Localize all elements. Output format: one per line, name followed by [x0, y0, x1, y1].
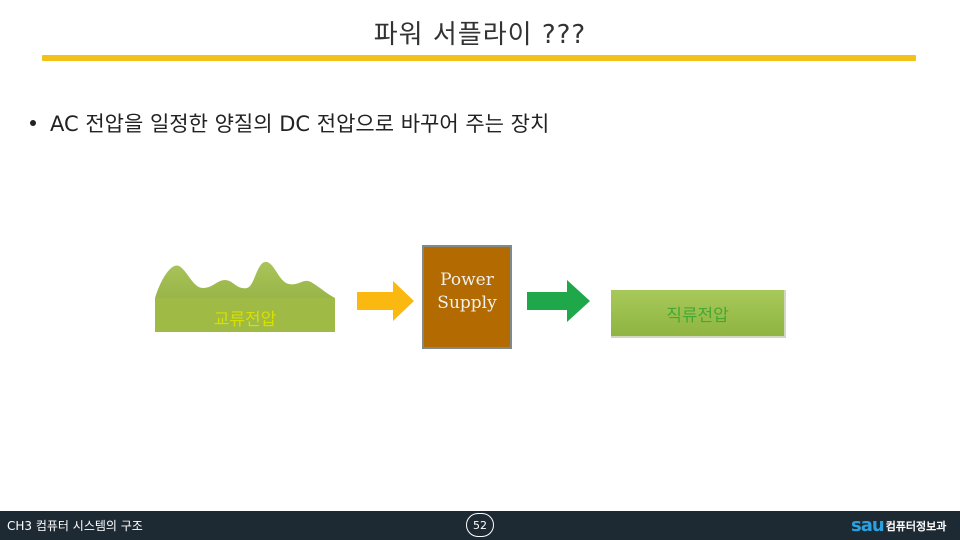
bullet-item: AC 전압을 일정한 양질의 DC 전압으로 바꾸어 주는 장치: [30, 108, 549, 138]
power-supply-line1: Power: [440, 269, 494, 292]
arrow-right-green-icon: [527, 279, 591, 323]
chapter-label: CH3 컴퓨터 시스템의 구조: [7, 517, 143, 534]
page-number: 52: [466, 513, 494, 537]
bullet-dot-icon: [30, 120, 36, 126]
bullet-text: AC 전압을 일정한 양질의 DC 전압으로 바꾸어 주는 장치: [50, 108, 549, 138]
footer-bar: CH3 컴퓨터 시스템의 구조 52 sau 컴퓨터정보과: [0, 511, 960, 540]
power-supply-box: Power Supply: [422, 245, 512, 349]
logo-text: 컴퓨터정보과: [886, 518, 947, 534]
slide-title: 파워 서플라이 ???: [0, 14, 960, 51]
title-underline: [42, 55, 916, 61]
ac-voltage-label: 교류전압: [155, 305, 335, 330]
arrow-right-yellow-icon: [357, 279, 415, 323]
dc-voltage-label: 직류전압: [666, 301, 729, 326]
department-logo: sau 컴퓨터정보과: [851, 515, 946, 536]
dc-voltage-box: 직류전압: [611, 290, 786, 338]
logo-mark: sau: [851, 515, 884, 536]
power-supply-line2: Supply: [437, 292, 496, 315]
